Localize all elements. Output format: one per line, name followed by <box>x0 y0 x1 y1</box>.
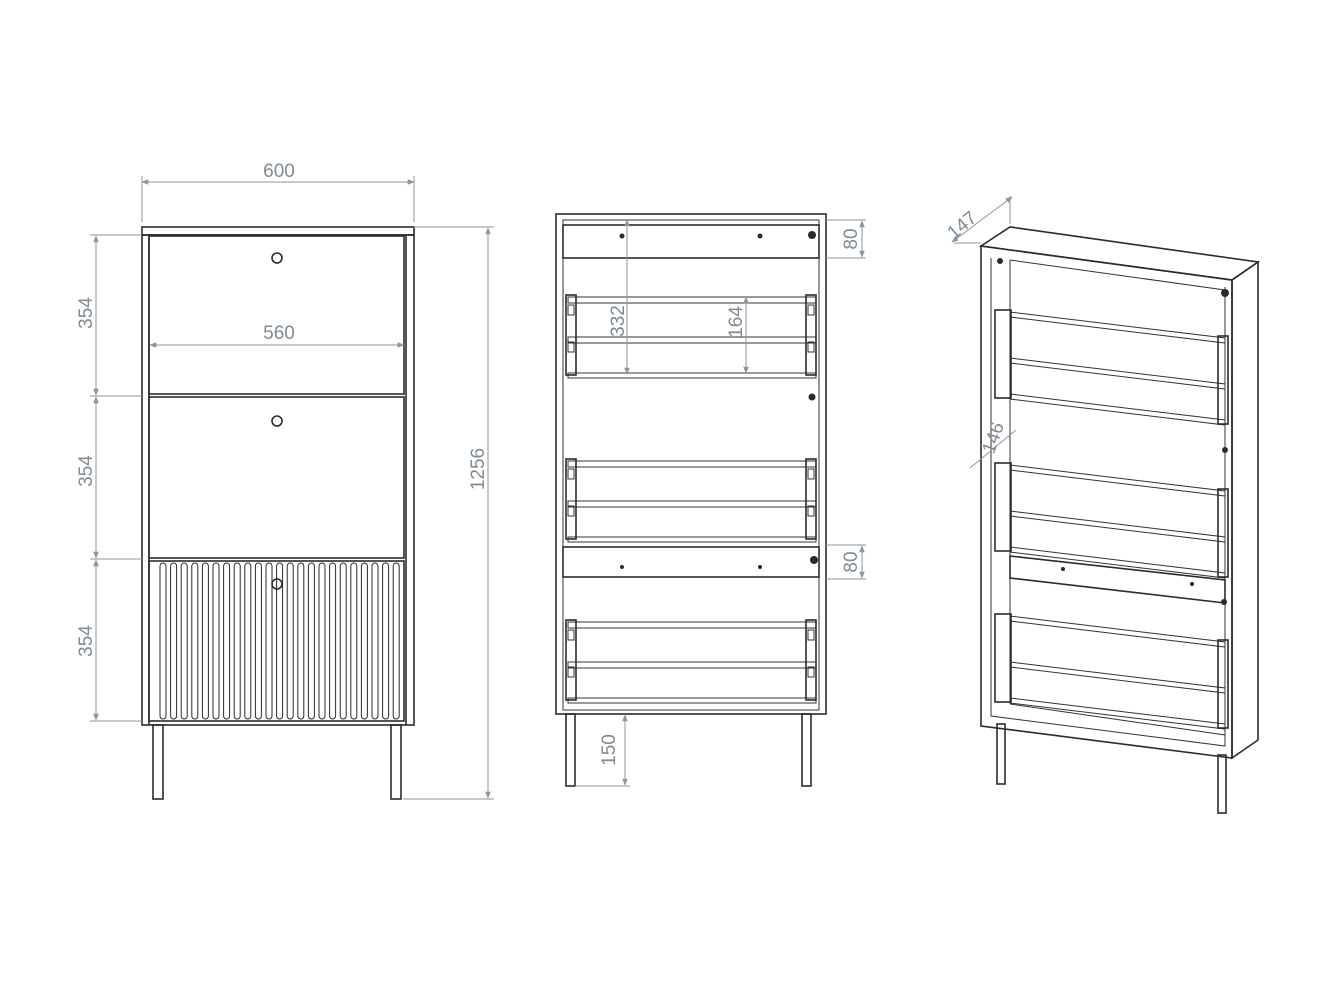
dim-shelf-depth: 146 <box>979 420 1010 457</box>
iso-shoe-racks <box>994 309 1229 730</box>
flute-slat <box>318 562 326 720</box>
shoe-rack <box>565 619 817 704</box>
dim-top-panel: 80 <box>841 228 862 249</box>
flute-slat <box>180 562 188 720</box>
flute-slat <box>201 562 209 720</box>
flute-slat <box>350 562 358 720</box>
open-body-outer <box>555 213 827 715</box>
open-dimensions: 332 164 80 80 150 <box>575 219 866 787</box>
shoe-rack <box>565 294 817 379</box>
open-leg-left <box>565 713 576 787</box>
dim-leg-height: 150 <box>599 734 620 766</box>
flute-slat <box>382 562 390 720</box>
front-door-2 <box>148 396 405 559</box>
flute-slat <box>297 562 305 720</box>
dim-mid-panel: 80 <box>841 551 862 572</box>
iso-right-side <box>1231 260 1259 760</box>
fluted-slats <box>159 562 400 720</box>
iso-shoe-rack <box>994 309 1229 426</box>
flute-slat <box>223 562 231 720</box>
dim-depth: 147 <box>944 208 982 244</box>
front-view <box>141 226 415 800</box>
iso-top <box>978 226 1261 281</box>
iso-leg-right <box>1217 754 1227 814</box>
dim-width-total: 600 <box>263 161 295 182</box>
shoe-racks <box>565 294 817 704</box>
flute-slat <box>265 562 273 720</box>
dim-width-inner: 560 <box>263 323 295 344</box>
flute-slat <box>212 562 220 720</box>
dim-compartment-2: 354 <box>76 455 97 487</box>
flute-slat <box>307 562 315 720</box>
iso-mid-panel <box>1009 555 1226 604</box>
flute-slat <box>254 562 262 720</box>
front-dimensions: 600 560 354 354 354 1256 <box>76 161 494 800</box>
flute-slat <box>371 562 379 720</box>
open-view <box>555 213 827 787</box>
front-door-3-fluted <box>148 560 405 722</box>
iso-shoe-rack <box>994 613 1229 730</box>
flute-slat <box>329 562 337 720</box>
dim-compartment-3: 354 <box>76 625 97 657</box>
dim-inner-height: 332 <box>608 305 629 337</box>
flute-slat <box>191 562 199 720</box>
flute-slat <box>244 562 252 720</box>
flute-slat <box>170 562 178 720</box>
dim-height-total: 1256 <box>468 448 489 490</box>
front-top-panel <box>141 226 415 236</box>
front-body <box>141 234 415 726</box>
open-leg-right <box>801 713 812 787</box>
knob-2 <box>271 415 283 427</box>
iso-shoe-rack <box>994 462 1229 579</box>
knob-3 <box>271 578 283 590</box>
flute-slat <box>233 562 241 720</box>
flute-slat <box>159 562 167 720</box>
dim-shelf-spacing: 164 <box>726 306 747 338</box>
knob-1 <box>271 252 283 264</box>
front-door-1 <box>148 235 405 395</box>
isometric-view <box>978 226 1261 814</box>
dim-compartment-1: 354 <box>76 297 97 329</box>
iso-dimensions: 147 146 <box>944 196 1017 469</box>
front-leg-left <box>152 724 164 800</box>
iso-leg-left <box>996 723 1006 785</box>
flute-slat <box>286 562 294 720</box>
flute-slat <box>276 562 284 720</box>
iso-front-frame <box>980 245 1233 759</box>
front-leg-right <box>390 724 402 800</box>
flute-slat <box>392 562 400 720</box>
flute-slat <box>339 562 347 720</box>
flute-slat <box>360 562 368 720</box>
open-top-panel <box>562 224 820 259</box>
open-body-inner <box>562 219 820 711</box>
shoe-rack <box>565 458 817 543</box>
open-mid-panel <box>562 546 820 578</box>
